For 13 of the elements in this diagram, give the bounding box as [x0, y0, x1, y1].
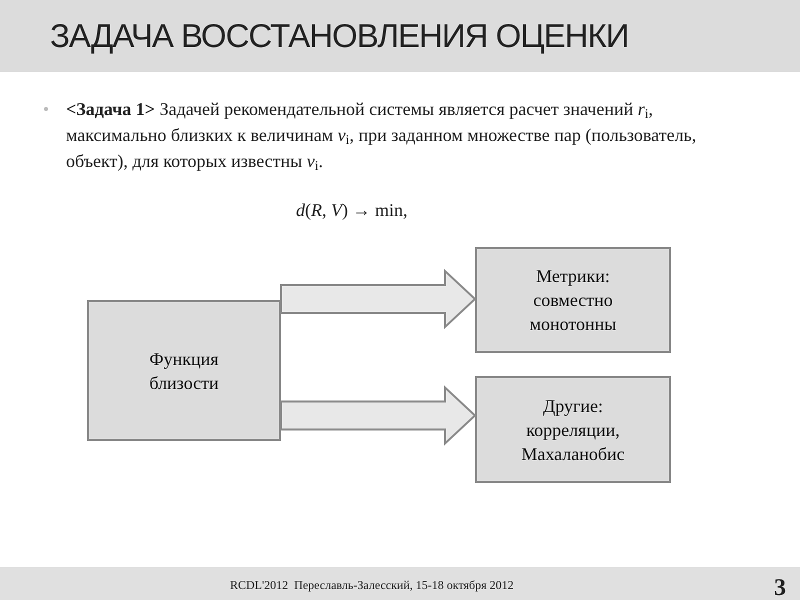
process-box [475, 376, 671, 483]
block-arrow [280, 268, 476, 330]
title: ЗАДАЧА ВОССТАНОВЛЕНИЯ ОЦЕНКИ [50, 16, 628, 56]
process-box [87, 300, 281, 441]
formula: d(R, V) → min, [296, 199, 408, 222]
page-number: 3 [774, 574, 786, 600]
box-text: Метрики: совместно монотонны [528, 265, 618, 336]
block-arrow [280, 385, 476, 446]
footer-text: RCDL'2012 Переславль-Залесский, 15-18 октября 2012 [230, 577, 514, 594]
box-text: Функция близости [148, 348, 220, 394]
paragraph: <Задача 1> Задачей рекомендательной системы является расчет значений r$_{i}$, максимально близких к величинам v$_{i}$, при заданном множестве пар (пользователь, объект), для которых известны v$_{i}$. [66, 98, 698, 174]
box-text: Другие: корреляции, Махаланобис [520, 394, 626, 466]
process-box [475, 247, 671, 353]
